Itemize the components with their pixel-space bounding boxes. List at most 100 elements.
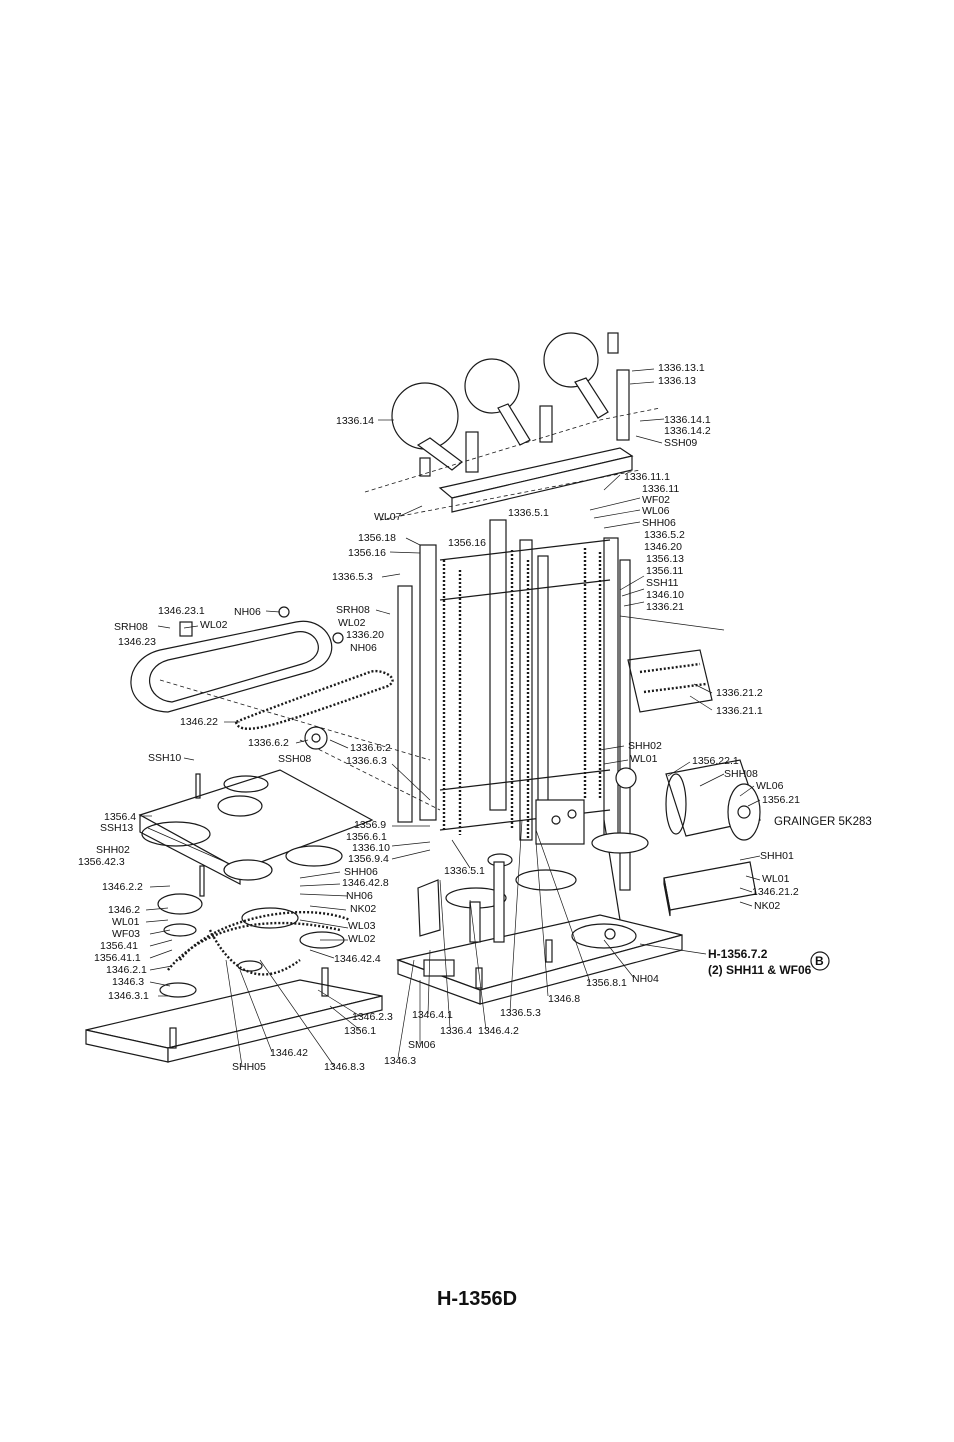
callout: WL02 [338,617,366,629]
callout: WF02 [642,494,670,506]
callout: 1346.3.1 [108,990,149,1002]
callout: 1356.41.1 [94,952,141,964]
callout: 1356.16 [448,537,486,549]
callout: 1356.9 [354,819,386,831]
callout: 1336.5.2 [644,529,685,541]
motor-model-label: GRAINGER 5K283 [774,816,872,828]
callout: 1336.5.1 [444,865,485,877]
callout: 1356.16 [348,547,386,559]
callout: 1346.21.2 [752,886,799,898]
callout: 1346.8 [548,993,580,1005]
callout: WL01 [630,753,658,765]
callout: 1356.4 [104,811,136,823]
callout: SHH06 [642,517,676,529]
callout: 1346.3 [112,976,144,988]
callout: 1336.14.2 [664,425,711,437]
callout: NH06 [346,890,373,902]
callout: 1346.23 [118,636,156,648]
callout: 1346.2.3 [352,1011,393,1023]
callout: SHH06 [344,866,378,878]
callout: SHH08 [724,768,758,780]
callout: 1346.2.2 [102,881,143,893]
callout: SHH02 [96,844,130,856]
callout: 1336.6.2 [350,742,391,754]
callout: SRH08 [114,621,148,633]
callout: SSH11 [646,577,679,589]
callout: WL06 [756,780,784,792]
callout: 1336.20 [346,629,384,641]
callout: 1336.14 [336,415,374,427]
callout: NK02 [350,903,376,915]
callout: 1346.8.3 [324,1061,365,1073]
callout: (2) SHH11 & WF06 [708,963,812,977]
callout: 1346.3 [384,1055,416,1067]
callout: NK02 [754,900,780,912]
callout-labels: 1336.13.1 1336.13 1336.14 1336.14.1 1336… [78,362,872,1073]
callout: 1346.23.1 [158,605,205,617]
callout: 1346.2 [108,904,140,916]
callout: 1336.21.1 [716,705,763,717]
callout: 1336.11.1 [624,471,670,483]
callout: 1336.10 [352,842,390,854]
callout: SM06 [408,1039,436,1051]
callout: 1346.4.1 [412,1009,453,1021]
callout: 1346.10 [646,589,684,601]
callout: 1336.6.2 [248,737,289,749]
callout: 1336.13 [658,375,696,387]
figure-title: H-1356D [436,1288,518,1310]
callout: 1356.41 [100,940,138,952]
callout: SSH13 [100,822,133,834]
callout: 1336.13.1 [658,362,705,374]
detail-marker: B [815,954,824,968]
callout: 1356.18 [358,532,396,544]
callout: SSH09 [664,437,697,449]
callout: 1336.21.2 [716,687,763,699]
lower-fittings [417,853,637,977]
callout: WL03 [348,920,376,932]
callout: NH06 [350,642,377,654]
callout: SHH02 [628,740,662,752]
callout: 1346.4.2 [478,1025,519,1037]
callout: 1356.42.3 [78,856,125,868]
callout: SHH01 [760,850,794,862]
callout: WL01 [762,873,790,885]
callout: 1356.22.1 [692,755,739,767]
leader-lines [140,368,761,1067]
callout: WL01 [112,916,140,928]
callout: WF03 [112,928,140,940]
callout: SSH08 [278,753,311,765]
callout: 1336.6.3 [346,755,387,767]
callout: SRH08 [336,604,370,616]
callout: WL06 [642,505,670,517]
callout: 1336.5.1 [508,507,549,519]
callout: SHH05 [232,1061,266,1073]
callout: WL02 [200,619,228,631]
callout: 1356.8.1 [586,977,627,989]
callout: SSH10 [148,752,181,764]
main-frame [397,519,725,921]
callout: 1336.14.1 [664,414,711,426]
callout: WL02 [348,933,376,945]
callout: H-1356.7.2 [708,947,768,961]
callout: 1356.11 [646,565,683,577]
callout: 1336.21 [646,601,684,613]
callout: 1346.42.8 [342,877,389,889]
callout: 1356.6.1 [346,831,387,843]
callout: 1356.13 [646,553,684,565]
callout: 1346.22 [180,716,218,728]
callout: 1346.42 [270,1047,308,1059]
callout: 1336.5.3 [332,571,373,583]
callout: NH06 [234,606,261,618]
callout: 1356.21 [762,794,800,806]
callout: WL07 [374,511,402,523]
drive-assembly [130,606,441,998]
handle-assembly [364,332,661,521]
callout: 1336.11 [642,483,679,495]
callout: 1336.4 [440,1025,472,1037]
callout: 1346.42.4 [334,953,381,965]
callout: 1336.5.3 [500,1007,541,1019]
callout: 1356.1 [344,1025,376,1037]
callout: 1346.2.1 [106,964,147,976]
callout: NH04 [632,973,659,985]
